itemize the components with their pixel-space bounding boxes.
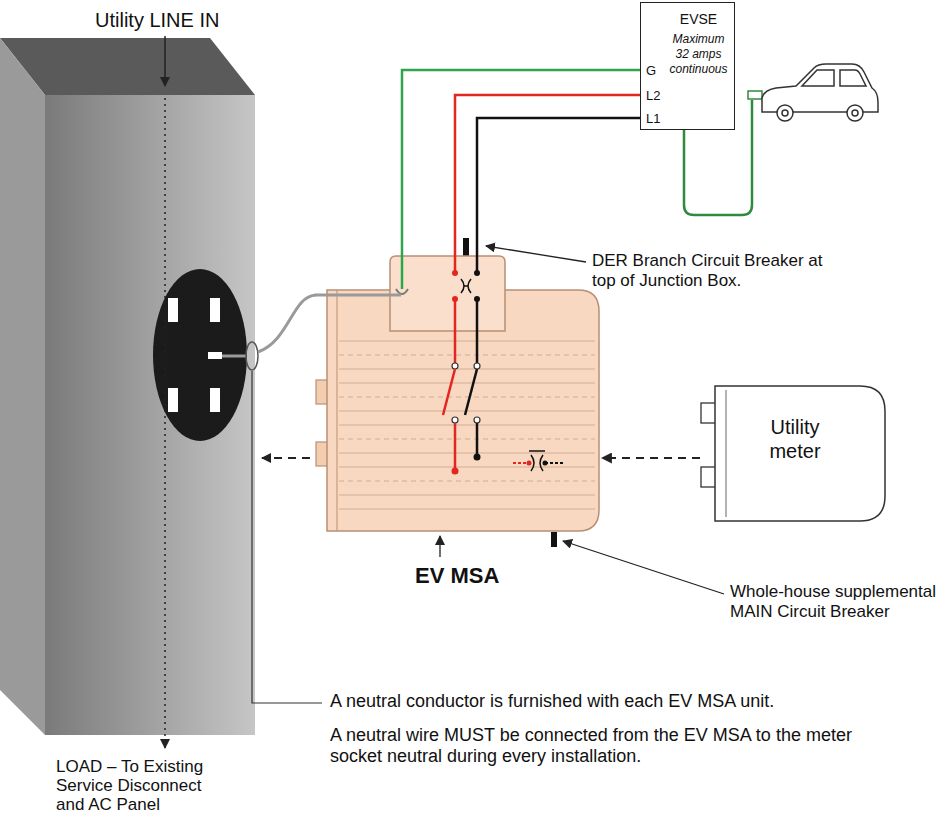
meter-socket: [0, 38, 255, 95]
charging-cord: [748, 91, 762, 99]
housing-stripe: [339, 439, 595, 440]
power-flow-arrow: [164, 36, 166, 86]
install-arrow: [602, 457, 700, 459]
neutral-wire: [315, 294, 401, 297]
spec-note: Maximum 32 amps continuous: [669, 32, 727, 77]
wire-label: G: [646, 63, 656, 78]
mounting-tab: [701, 403, 716, 423]
feed-label: Utility LINE IN: [95, 8, 219, 32]
leader-line: [252, 371, 322, 703]
callout-text: Whole-house supplemental MAIN Circuit Br…: [730, 582, 942, 623]
switch-contact: [452, 363, 458, 369]
car-icon: [762, 64, 878, 121]
car-icon: [777, 105, 793, 121]
neutral-wire: [258, 295, 316, 352]
callout-arrow: [563, 541, 724, 594]
meter-socket: [210, 388, 220, 412]
note-text: A neutral conductor is furnished with ea…: [330, 691, 850, 713]
callout-text: DER Branch Circuit Breaker at top of Jun…: [592, 251, 844, 292]
box-label: Utility meter: [750, 415, 840, 463]
line-wire: [454, 299, 457, 363]
unit-name: EV MSA: [415, 563, 499, 588]
line-wire: [477, 118, 640, 255]
meter-socket: [168, 298, 178, 322]
line-wire: [476, 299, 479, 363]
housing-stripe: [339, 509, 595, 510]
housing-stripe: [339, 383, 595, 384]
housing-stripe: [339, 397, 595, 398]
car-icon: [840, 70, 866, 86]
switch-contact: [452, 417, 458, 423]
main-breaker-symbol: [529, 450, 545, 452]
switch-contact: [474, 363, 480, 369]
terminal-dot: [527, 461, 532, 466]
housing-stripe: [339, 467, 595, 468]
mounting-tab: [701, 467, 716, 487]
terminal-dot: [474, 454, 481, 461]
power-flow-arrow: [164, 98, 166, 748]
box-label: EVSE: [669, 11, 728, 28]
ground-wire: [401, 255, 404, 289]
wire-label: L2: [646, 88, 660, 103]
terminal-dot: [452, 270, 458, 276]
line-wire: [476, 255, 479, 271]
meter-socket: [168, 388, 178, 412]
breaker-symbol: [461, 279, 464, 293]
meter-socket: [210, 298, 220, 322]
ev-msa-unit-outline: [315, 255, 600, 588]
car-icon: [782, 110, 788, 116]
housing-stripe: [339, 369, 595, 370]
car-icon: [802, 70, 834, 86]
car-icon: [847, 105, 863, 121]
ground-lug: [396, 289, 408, 294]
housing-stripe: [339, 495, 595, 496]
breaker-handle: [463, 238, 469, 256]
callout-arrow: [439, 536, 440, 557]
meter-housing: [715, 386, 885, 521]
breaker-symbol: [464, 285, 468, 287]
meter-socket: [0, 38, 255, 735]
terminal-dot: [474, 270, 480, 276]
switch-contact: [474, 417, 480, 423]
meter-socket: [0, 38, 45, 735]
ground-wire: [402, 70, 640, 255]
neutral-wire: [222, 295, 316, 370]
power-flow-arrow: [165, 36, 166, 748]
ev-msa-unit: EV MSA: [315, 255, 600, 588]
meter-flange: [726, 390, 727, 517]
leader-line: [252, 371, 322, 703]
breaker-symbol: [468, 279, 471, 293]
junction-box: [390, 256, 505, 331]
wire-label: L1: [646, 111, 660, 126]
housing-stripe: [339, 341, 595, 342]
breaker-handle: [551, 532, 557, 547]
meter-socket: [45, 95, 255, 735]
switch-blade: [443, 369, 455, 415]
note-text: A neutral wire MUST be connected from th…: [330, 725, 870, 768]
housing-stripe: [339, 453, 595, 454]
housing-stripe: [339, 481, 595, 482]
car-icon: [762, 64, 878, 112]
main-breaker-symbol: [545, 462, 563, 464]
car-icon: [852, 110, 858, 116]
utility-meter: Utility meter: [700, 385, 887, 522]
neutral-wire: [246, 342, 258, 370]
meter-socket: [208, 352, 222, 359]
switch-blade: [465, 369, 477, 415]
install-arrow: [262, 458, 310, 459]
line-wire: [454, 423, 457, 469]
terminal-dot: [452, 468, 459, 475]
line-wire: [454, 255, 457, 271]
housing-flange: [337, 290, 338, 531]
housing-stripe: [339, 425, 595, 426]
load-label: LOAD – To Existing Service Disconnect an…: [56, 757, 234, 814]
install-arrow: [262, 457, 310, 459]
neutral-wire: [222, 355, 246, 358]
line-wire: [476, 423, 479, 455]
line-wire: [455, 95, 640, 255]
housing-stripe: [339, 355, 595, 356]
meter-socket: [153, 269, 247, 441]
terminal-dot: [543, 461, 548, 466]
